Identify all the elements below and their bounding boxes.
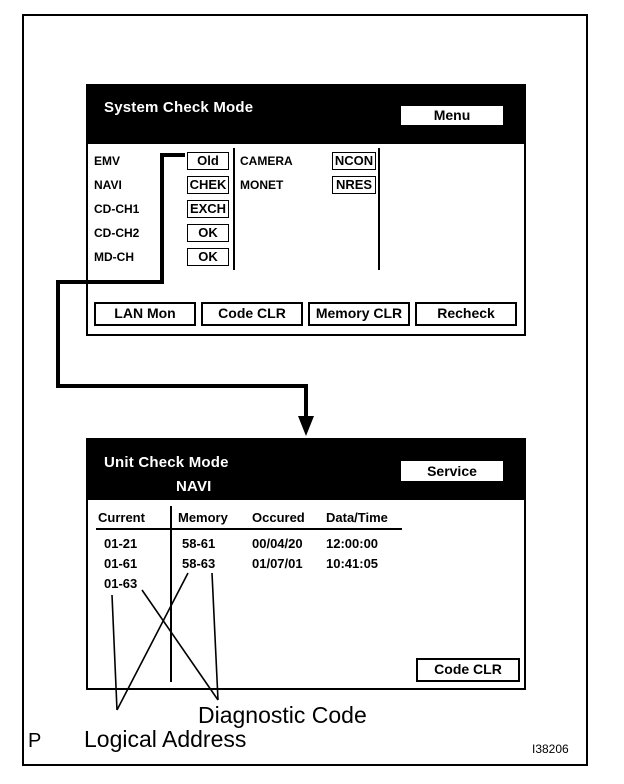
corner-letter: P (28, 730, 42, 752)
occured-time-1: 12:00:00 (326, 536, 379, 551)
item-label-mdch: MD-CH (94, 250, 134, 264)
memory-clr-button[interactable]: Memory CLR (308, 302, 410, 326)
column-header-memory: Memory (178, 510, 228, 525)
memory-code-2: 58-63 (182, 556, 216, 571)
column-header-datetime: Data/Time (326, 510, 388, 525)
unit-check-header: Unit Check Mode NAVI Service (88, 440, 524, 500)
system-check-header: System Check Mode Menu (88, 86, 524, 144)
figure-frame (22, 14, 588, 766)
header-underline (96, 528, 402, 530)
item-label-cdch2: CD-CH2 (94, 226, 140, 240)
item-label-monet: MONET (240, 178, 284, 192)
status-mdch[interactable]: OK (187, 248, 229, 266)
column-divider-2 (378, 148, 380, 270)
recheck-button[interactable]: Recheck (415, 302, 517, 326)
item-label-camera: CAMERA (240, 154, 293, 168)
status-monet[interactable]: NRES (332, 176, 376, 194)
status-navi[interactable]: CHEK (187, 176, 229, 194)
system-check-title: System Check Mode (104, 99, 254, 116)
unit-check-screen: Unit Check Mode NAVI Service Current Mem… (86, 438, 526, 690)
occured-date-1: 00/04/20 (252, 536, 303, 551)
unit-check-title: Unit Check Mode (104, 454, 229, 471)
status-cdch2[interactable]: OK (187, 224, 229, 242)
current-code-1: 01-21 (104, 536, 138, 551)
column-header-occured: Occured (252, 510, 305, 525)
memory-code-1: 58-61 (182, 536, 216, 551)
status-camera[interactable]: NCON (332, 152, 376, 170)
system-check-screen: System Check Mode Menu EMV NAVI CD-CH1 C… (86, 84, 526, 336)
diagnostic-code-label: Diagnostic Code (198, 702, 367, 728)
current-code-3: 01-63 (104, 576, 138, 591)
figure-id: I38206 (532, 742, 569, 756)
item-label-emv: EMV (94, 154, 121, 168)
current-code-2: 01-61 (104, 556, 138, 571)
occured-date-2: 01/07/01 (252, 556, 303, 571)
lan-mon-button[interactable]: LAN Mon (94, 302, 196, 326)
status-emv[interactable]: Old (187, 152, 229, 170)
menu-button[interactable]: Menu (400, 105, 504, 126)
occured-time-2: 10:41:05 (326, 556, 379, 571)
unit-check-subtitle: NAVI (176, 478, 212, 495)
column-divider-1 (233, 148, 235, 270)
service-button[interactable]: Service (400, 460, 504, 482)
logical-address-label: Logical Address (84, 726, 247, 752)
unit-code-clr-button[interactable]: Code CLR (416, 658, 520, 682)
status-cdch1[interactable]: EXCH (187, 200, 229, 218)
current-column-divider (170, 506, 172, 682)
item-label-cdch1: CD-CH1 (94, 202, 140, 216)
code-clr-button[interactable]: Code CLR (201, 302, 303, 326)
item-label-navi: NAVI (94, 178, 122, 192)
column-header-current: Current (98, 510, 145, 525)
